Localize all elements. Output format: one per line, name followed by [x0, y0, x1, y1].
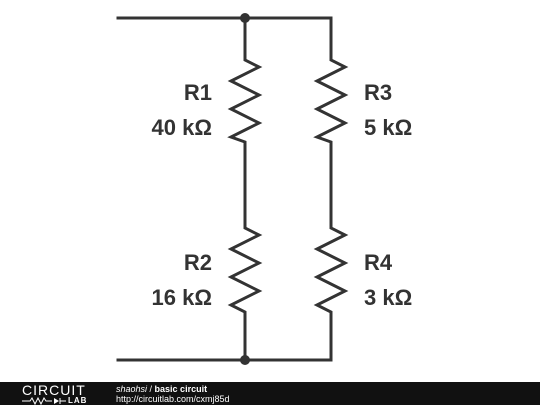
- junction-node-bottom: [240, 355, 250, 365]
- top-wire: [116, 16, 333, 59]
- junction-node-top: [240, 13, 250, 23]
- resistor-r2-value: 16 kΩ: [152, 285, 212, 310]
- circuit-title[interactable]: basic circuit: [154, 384, 208, 394]
- resistor-r4-label: R4: [364, 250, 393, 275]
- footer-bar: CIRCUIT LAB shaohsi / basic circuit http…: [0, 382, 540, 405]
- resistor-r2-label: R2: [184, 250, 212, 275]
- resistor-r3-symbol: [313, 57, 349, 145]
- circuit-schematic: R1 40 kΩ R2 16 kΩ R3 5 kΩ R4 3 kΩ: [116, 13, 412, 365]
- resistor-r4-value: 3 kΩ: [364, 285, 412, 310]
- resistor-r3-label: R3: [364, 80, 392, 105]
- author-name[interactable]: shaohsi: [116, 384, 148, 394]
- resistor-r1-symbol: [227, 57, 263, 145]
- bottom-wire: [116, 313, 333, 362]
- circuitlab-logo[interactable]: CIRCUIT LAB: [22, 383, 94, 405]
- circuit-url[interactable]: http://circuitlab.com/cxmj85d: [116, 394, 230, 404]
- logo-wordmark: CIRCUIT: [22, 382, 86, 398]
- resistor-r2-symbol: [227, 225, 263, 315]
- circuit-meta: shaohsi / basic circuit http://circuitla…: [116, 384, 230, 404]
- meta-separator: /: [147, 384, 155, 394]
- resistor-r3-value: 5 kΩ: [364, 115, 412, 140]
- resistor-r1-label: R1: [184, 80, 212, 105]
- resistor-r4-symbol: [313, 225, 349, 315]
- logo-circuit-icon: [22, 397, 66, 405]
- resistor-r1-value: 40 kΩ: [152, 115, 212, 140]
- logo-sub-wordmark: LAB: [68, 396, 88, 405]
